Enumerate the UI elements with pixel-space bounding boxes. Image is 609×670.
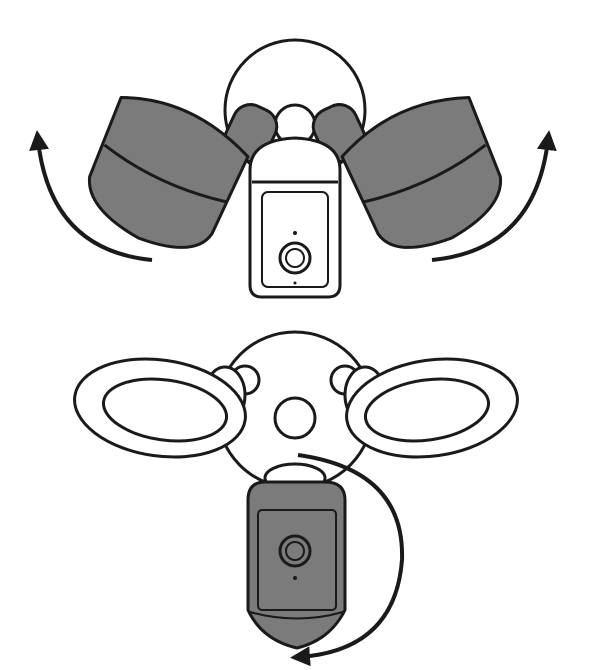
right-lamp bbox=[343, 357, 519, 459]
right-rotate-arrow bbox=[431, 130, 557, 262]
left-lamp bbox=[73, 357, 247, 459]
camera-sensor-dot bbox=[293, 576, 297, 580]
camera-rotate-arrow bbox=[290, 453, 405, 667]
top-illustration bbox=[29, 38, 557, 299]
camera-sensor-dot bbox=[293, 231, 297, 235]
camera bbox=[246, 462, 347, 650]
bottom-illustration bbox=[73, 330, 519, 667]
camera bbox=[248, 136, 342, 299]
right-lamp bbox=[311, 96, 503, 249]
left-rotate-arrow bbox=[29, 130, 153, 262]
backplate-center-knob bbox=[273, 396, 317, 440]
